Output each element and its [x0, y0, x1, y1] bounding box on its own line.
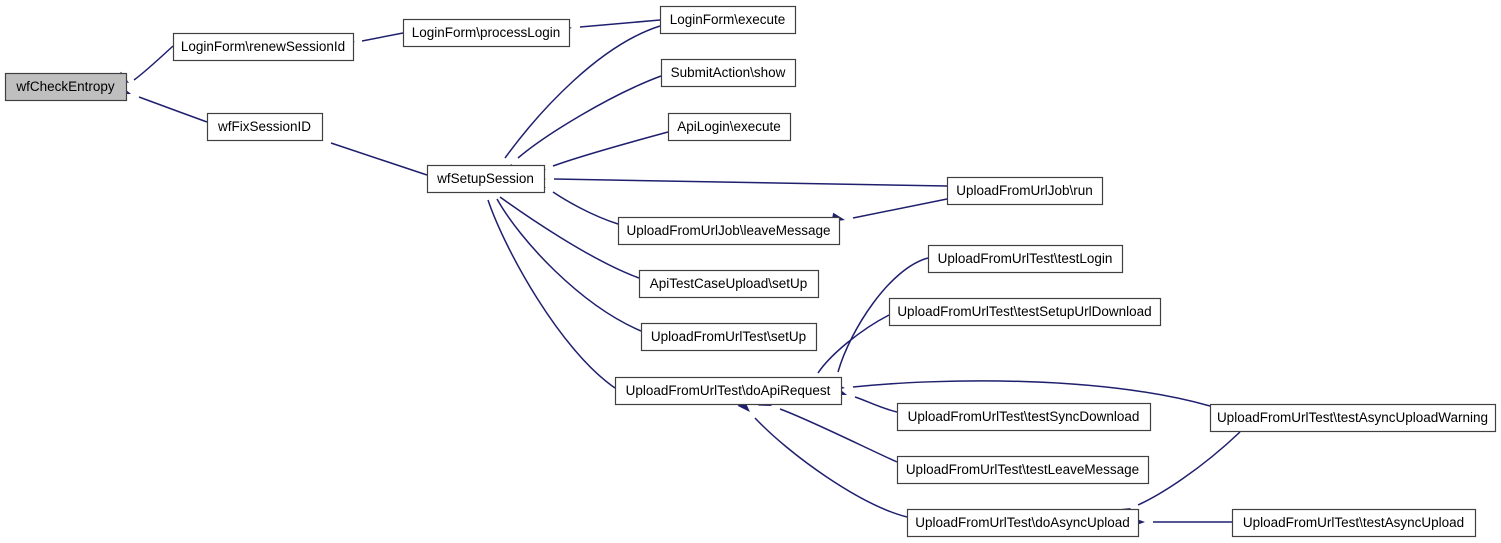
call-edge-jobRun-to-jobLeaveMessage: [831, 198, 948, 222]
graph-node-testAsyncUpload[interactable]: UploadFromUrlTest\testAsyncUpload: [1231, 508, 1477, 538]
node-box[interactable]: [638, 269, 820, 299]
node-layer: wfCheckEntropy LoginForm\renewSessionId wf…: [4, 5, 1497, 538]
node-box[interactable]: [1231, 508, 1477, 538]
call-edge-testSyncDownload-to-doApiRequest: [833, 386, 898, 413]
call-edge-apiLoginExecute-to-wfSetupSession: [532, 131, 669, 178]
node-box[interactable]: [660, 58, 797, 88]
call-edge-testLeaveMessage-to-doApiRequest: [758, 397, 898, 463]
graph-node-apiLoginExecute[interactable]: ApiLogin\execute: [667, 112, 792, 142]
graph-node-apiTestCaseUploadSetUp[interactable]: ApiTestCaseUpload\setUp: [638, 269, 820, 299]
call-edge-doApiRequest-to-wfSetupSession: [477, 179, 616, 389]
node-box[interactable]: [927, 244, 1124, 274]
call-edge-testAsyncUpload-to-doAsyncUpload: [1132, 517, 1232, 527]
graph-node-wfCheckEntropy[interactable]: wfCheckEntropy: [4, 72, 128, 102]
graph-node-testAsyncUploadWarning[interactable]: UploadFromUrlTest\testAsyncUploadWarning: [1209, 403, 1497, 433]
graph-node-submitActionShow[interactable]: SubmitAction\show: [660, 58, 797, 88]
call-edge-jobRun-to-wfSetupSession: [532, 174, 948, 187]
node-box[interactable]: [896, 455, 1150, 485]
graph-node-renewSessionId[interactable]: LoginForm\renewSessionId: [172, 32, 355, 62]
node-box[interactable]: [1209, 403, 1497, 433]
call-edge-loginFormExecute-to-wfSetupSession: [488, 25, 661, 180]
call-edge-loginFormExecute-to-processLogin: [558, 19, 661, 32]
graph-node-testSetupUrlDownload[interactable]: UploadFromUrlTest\testSetupUrlDownload: [888, 297, 1162, 327]
call-edge-wfFixSessionID-to-wfCheckEntropy: [117, 85, 208, 123]
call-edge-wfSetupSession-to-wfFixSessionID: [309, 131, 428, 176]
node-box[interactable]: [659, 5, 797, 35]
graph-node-doApiRequest[interactable]: UploadFromUrlTest\doApiRequest: [614, 376, 843, 406]
graph-node-jobLeaveMessage[interactable]: UploadFromUrlJob\leaveMessage: [617, 216, 841, 246]
node-box[interactable]: [614, 376, 843, 406]
graph-node-testLogin[interactable]: UploadFromUrlTest\testLogin: [927, 244, 1124, 274]
graph-node-wfFixSessionID[interactable]: wfFixSessionID: [206, 112, 324, 142]
node-box[interactable]: [896, 402, 1152, 432]
node-box[interactable]: [946, 176, 1104, 206]
node-box[interactable]: [906, 508, 1140, 538]
node-box[interactable]: [888, 297, 1162, 327]
graph-node-doAsyncUpload[interactable]: UploadFromUrlTest\doAsyncUpload: [906, 508, 1140, 538]
graph-node-wfSetupSession[interactable]: wfSetupSession: [426, 164, 546, 194]
graph-node-testSyncDownload[interactable]: UploadFromUrlTest\testSyncDownload: [896, 402, 1152, 432]
node-box[interactable]: [206, 112, 324, 142]
call-edge-doAsyncUpload-to-doApiRequest: [737, 399, 908, 518]
node-box[interactable]: [617, 216, 841, 246]
node-box[interactable]: [402, 18, 571, 48]
node-box[interactable]: [426, 164, 546, 194]
node-box[interactable]: [667, 112, 792, 142]
node-box[interactable]: [4, 72, 128, 102]
arrowhead-icon: [737, 399, 750, 412]
call-edge-testAsyncUploadWarning-to-doApiRequest: [831, 380, 1211, 407]
graph-node-testLeaveMessage[interactable]: UploadFromUrlTest\testLeaveMessage: [896, 455, 1150, 485]
graph-node-jobRun[interactable]: UploadFromUrlJob\run: [946, 176, 1104, 206]
graph-node-processLogin[interactable]: LoginForm\processLogin: [402, 18, 571, 48]
call-edge-jobLeaveMessage-to-wfSetupSession: [532, 177, 619, 225]
node-box[interactable]: [640, 322, 818, 352]
graph-node-uploadTestSetUp[interactable]: UploadFromUrlTest\setUp: [640, 322, 818, 352]
graph-node-loginFormExecute[interactable]: LoginForm\execute: [659, 5, 797, 35]
call-edge-submitActionShow-to-wfSetupSession: [499, 75, 662, 177]
node-box[interactable]: [172, 32, 355, 62]
